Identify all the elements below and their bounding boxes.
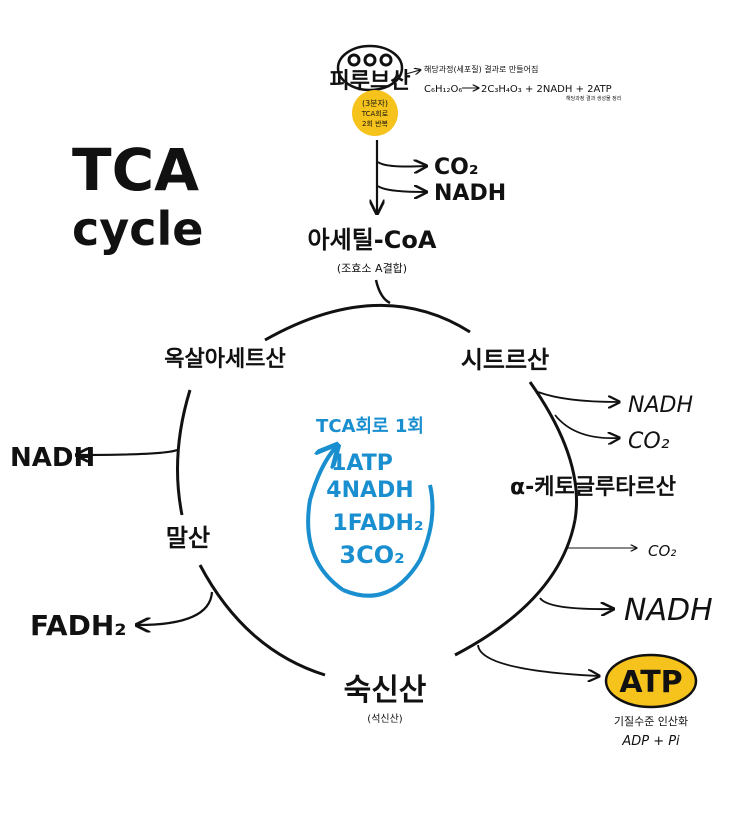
citrate-nadh-arrow [537, 391, 618, 402]
summary-loop-right [342, 484, 435, 598]
pyruvate-co2-arrow [377, 162, 425, 167]
pyruvate-badge-line1: (3분자) [362, 99, 388, 108]
pyruvate-note-side: 해당과정 결과 생성물 정리 [566, 95, 621, 102]
succinate-atp-arrow [477, 644, 598, 676]
node-succinate: 숙신산 [344, 673, 427, 708]
oxaloacetate-nadh-arrow [78, 450, 178, 455]
title-line1: TCA [72, 136, 199, 204]
citrate-output-nadh: NADH [628, 393, 693, 418]
citrate-co2-arrow [554, 414, 618, 438]
cycle-arc-right-upper [528, 381, 579, 521]
pyruvate-label: 피루브산 [330, 69, 411, 94]
cycle-arc-left [176, 389, 192, 516]
malate-output-fadh2: FADH₂ [30, 609, 127, 642]
akg-nadh-arrow [539, 597, 612, 609]
summary-item-atp: 1ATP [331, 451, 393, 476]
summary-item-co2: 3CO₂ [339, 541, 404, 569]
cycle-arc-bottom-left [198, 564, 326, 677]
citrate-output-co2: CO₂ [628, 429, 670, 454]
akg-output-nadh: NADH [624, 593, 713, 628]
atp-badge-label: ATP [619, 665, 682, 700]
oxaloacetate-output-nadh: NADH [10, 443, 95, 473]
node-succinate-sub: (석신산) [367, 713, 403, 725]
title-line2: cycle [72, 202, 204, 256]
pyruvate-output-nadh: NADH [434, 181, 506, 206]
node-oxaloacetate: 옥살아세트산 [164, 347, 285, 372]
cycle-arc-right-lower [454, 519, 577, 657]
node-citrate: 시트르산 [461, 346, 549, 374]
pyruvate-badge-line2: TCA회로 [361, 110, 389, 118]
pyruvate-note-equation-left: C₆H₁₂O₆ [424, 84, 462, 95]
pyruvate-nadh-arrow [377, 186, 425, 192]
acetyl-coa-sub: (조효소 A결합) [337, 262, 407, 275]
acetyl-coa-label: 아세틸-CoA [308, 226, 437, 254]
atp-note-line1: 기질수준 인산화 [614, 715, 688, 728]
summary-item-fadh2: 1FADH₂ [332, 511, 423, 536]
node-malate: 말산 [166, 524, 210, 552]
pyruvate-output-co2: CO₂ [434, 155, 478, 180]
node-alpha-ketoglutarate: α-케토글루타르산 [510, 475, 676, 500]
akg-output-co2: CO₂ [648, 542, 676, 560]
malate-fadh2-arrow [138, 591, 214, 625]
atp-badge [604, 653, 698, 709]
pyruvate-molecule-icon [336, 44, 404, 92]
summary-heading: TCA회로 1회 [316, 416, 424, 437]
pyruvate-badge [352, 90, 398, 136]
atp-note-line2: ADP + Pi [621, 734, 680, 749]
pyruvate-badge-line3: 2회 반복 [362, 119, 389, 128]
summary-item-nadh: 4NADH [326, 478, 413, 503]
pyruvate-note-header: 해당과정(세포질) 결과로 만들어짐 [424, 64, 538, 74]
summary-loop-arrow [306, 447, 345, 592]
pyruvate-note-equation-right: 2C₃H₄O₃ + 2NADH + 2ATP [481, 84, 612, 95]
cycle-arc-top [264, 303, 471, 342]
acetylcoa-join-line [374, 279, 391, 305]
